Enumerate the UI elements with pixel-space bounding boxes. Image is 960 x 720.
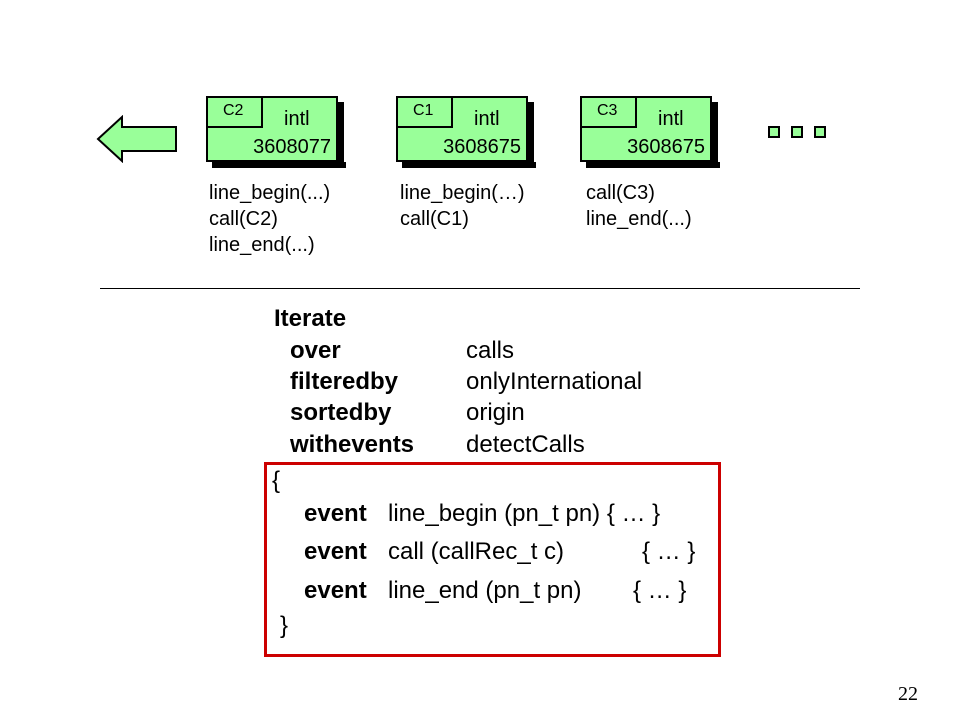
call-sequence-1: line_begin(...) call(C2) line_end(...) (209, 180, 330, 258)
call-line: call(C3) (586, 182, 655, 204)
call-sequence-3: call(C3) line_end(...) (586, 180, 692, 232)
event-body-call: { … } (642, 538, 696, 565)
record-value: 3608077 (253, 136, 331, 158)
iterate-keyword: Iterate (274, 305, 347, 332)
clause-keyword-withevents: withevents (290, 431, 415, 458)
close-brace: } (280, 612, 289, 639)
event-signature-line-begin: line_begin (pn_t pn) { … } (388, 500, 661, 527)
ellipsis-dot (814, 126, 826, 138)
call-line: line_begin(...) (209, 182, 331, 204)
clause-value-over: calls (466, 337, 515, 364)
left-arrow-icon (96, 115, 177, 163)
ellipsis-dot (768, 126, 780, 138)
event-signature-call: call (callRec_t c) (388, 538, 565, 565)
record-tag: C2 (206, 96, 263, 128)
divider (100, 288, 860, 289)
event-body-line-end: { … } (633, 577, 687, 604)
event-signature-line-end: line_end (pn_t pn) (388, 577, 582, 604)
event-block-highlight (264, 462, 721, 657)
call-record-c1: C1 intl 3608675 (396, 96, 536, 168)
record-value: 3608675 (627, 136, 705, 158)
call-line: line_begin(…) (400, 182, 525, 204)
call-record-c3: C3 intl 3608675 (580, 96, 720, 168)
record-type: intl (474, 108, 500, 130)
clause-value-filteredby: onlyInternational (466, 368, 643, 395)
call-line: line_end(...) (586, 208, 692, 230)
clause-value-sortedby: origin (466, 399, 525, 426)
call-line: line_end(...) (209, 234, 315, 256)
clause-keyword-over: over (290, 337, 341, 364)
open-brace: { (272, 467, 281, 494)
call-record-c2: C2 intl 3608077 (206, 96, 346, 168)
call-sequence-2: line_begin(…) call(C1) (400, 180, 525, 232)
ellipsis-dot (791, 126, 803, 138)
event-keyword: event (304, 538, 367, 565)
record-type: intl (284, 108, 310, 130)
event-keyword: event (304, 500, 367, 527)
record-tag: C3 (580, 96, 637, 128)
page-number: 22 (898, 683, 918, 705)
record-value: 3608675 (443, 136, 521, 158)
clause-value-withevents: detectCalls (466, 431, 585, 458)
call-line: call(C1) (400, 208, 469, 230)
record-tag: C1 (396, 96, 453, 128)
clause-keyword-sortedby: sortedby (290, 399, 392, 426)
record-type: intl (658, 108, 684, 130)
event-keyword: event (304, 577, 367, 604)
call-line: call(C2) (209, 208, 278, 230)
clause-keyword-filteredby: filteredby (290, 368, 399, 395)
